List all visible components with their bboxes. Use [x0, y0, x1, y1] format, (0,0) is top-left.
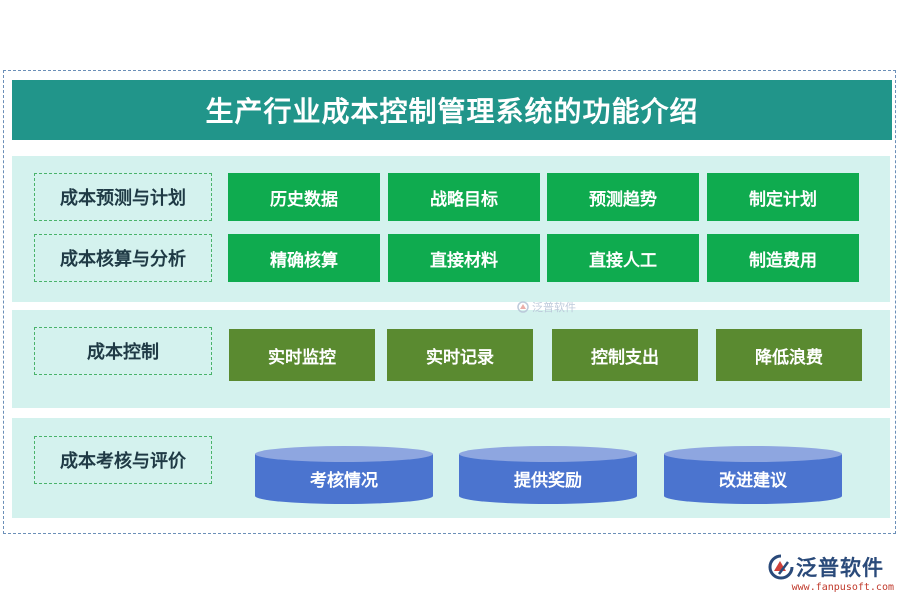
brand-logo: 泛普软件 www.fanpusoft.com: [768, 552, 894, 598]
evaluation-item-3: 改进建议: [719, 470, 787, 491]
label-cost-forecast: 成本预测与计划: [34, 173, 212, 221]
evaluation-cylinder-2: 提供奖励: [459, 446, 637, 504]
watermark-logo-icon: [517, 301, 529, 313]
control-item-1: 实时监控: [229, 329, 375, 381]
accounting-item-3: 直接人工: [547, 234, 699, 282]
brand-logo-icon: [768, 554, 794, 580]
outer-frame: [3, 70, 896, 534]
accounting-item-1: 精确核算: [228, 234, 380, 282]
evaluation-cylinder-1: 考核情况: [255, 446, 433, 504]
label-cost-evaluation: 成本考核与评价: [34, 436, 212, 484]
forecast-item-3: 预测趋势: [547, 173, 699, 221]
evaluation-item-2: 提供奖励: [514, 470, 582, 491]
control-item-4: 降低浪费: [716, 329, 862, 381]
evaluation-cylinder-3: 改进建议: [664, 446, 842, 504]
control-item-3: 控制支出: [552, 329, 698, 381]
forecast-item-2: 战略目标: [388, 173, 540, 221]
brand-name: 泛普软件: [796, 556, 884, 580]
page-title: 生产行业成本控制管理系统的功能介绍: [12, 80, 892, 140]
label-cost-control: 成本控制: [34, 327, 212, 375]
accounting-item-2: 直接材料: [388, 234, 540, 282]
forecast-item-4: 制定计划: [707, 173, 859, 221]
accounting-item-4: 制造费用: [707, 234, 859, 282]
watermark-text: 泛普软件: [532, 301, 576, 314]
brand-url: www.fanpusoft.com: [791, 582, 894, 593]
watermark: 泛普软件: [517, 299, 576, 315]
forecast-item-1: 历史数据: [228, 173, 380, 221]
evaluation-item-1: 考核情况: [310, 470, 378, 491]
control-item-2: 实时记录: [387, 329, 533, 381]
label-cost-accounting: 成本核算与分析: [34, 234, 212, 282]
